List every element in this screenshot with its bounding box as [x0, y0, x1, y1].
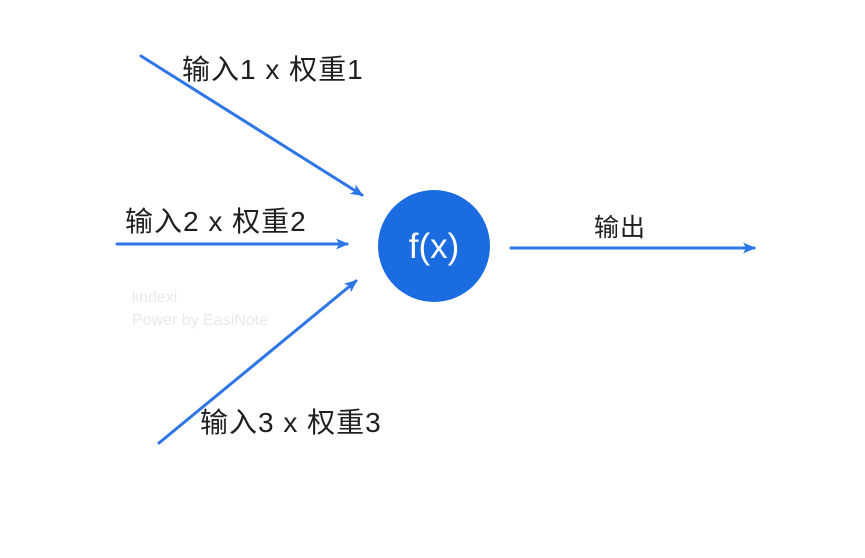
output-label: 输出 — [594, 214, 646, 242]
input-3-label: 输入3 x 权重3 — [200, 407, 382, 438]
input-3-arrow — [157, 279, 358, 445]
input-1-label: 输入1 x 权重1 — [182, 54, 364, 85]
input-1-arrow — [139, 54, 364, 197]
input-2-label: 输入2 x 权重2 — [125, 206, 307, 237]
watermark-line2: Power by EasiNote — [132, 312, 268, 329]
neuron-node-label: f(x) — [409, 227, 460, 266]
neuron-node — [378, 190, 490, 302]
watermark-line1: lindexi — [132, 289, 177, 306]
